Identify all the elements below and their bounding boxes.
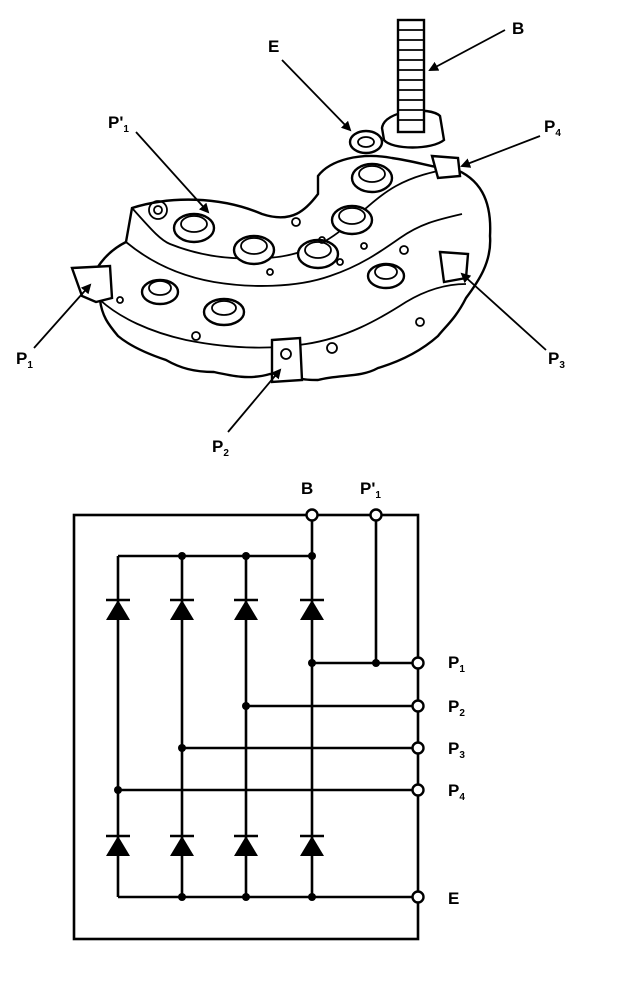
terminal-p4 — [411, 783, 425, 797]
e-terminal-hole — [357, 136, 375, 148]
terminal-b — [305, 508, 319, 522]
rectifier-inner-edge — [125, 213, 463, 287]
diode-upper-3 — [234, 598, 258, 620]
b-terminal-threads — [398, 29, 424, 121]
diode-upper-4 — [300, 598, 324, 620]
small-hole — [191, 331, 201, 341]
leader-b — [428, 29, 506, 71]
b-terminal-stud — [396, 18, 426, 134]
junction-dot — [308, 659, 316, 667]
diode-boss-7-top — [211, 300, 237, 316]
mount-hole-left — [148, 200, 168, 220]
junction-dot — [242, 702, 250, 710]
terminal-circles — [305, 508, 425, 904]
junction-dot — [114, 786, 122, 794]
p4-terminal-tab — [430, 154, 462, 180]
small-hole — [318, 236, 326, 244]
diode-boss-3 — [296, 238, 340, 270]
mount-hole-left-inner — [153, 205, 163, 215]
p2-terminal-hole — [280, 348, 292, 360]
p1-terminal-tab — [70, 264, 114, 304]
small-hole — [116, 296, 124, 304]
junction-dot — [308, 552, 316, 560]
small-hole — [415, 317, 425, 327]
terminal-p3 — [411, 741, 425, 755]
diode-boss-6 — [140, 278, 180, 306]
label-p4: P4 — [544, 117, 561, 139]
leader-p4 — [460, 135, 541, 168]
p3-terminal-tab — [438, 250, 470, 284]
rectifier-body-lower — [86, 154, 492, 382]
junction-dot — [178, 552, 186, 560]
diode-boss-6-top — [148, 280, 172, 296]
component-labels: B E P'1 P4 P1 P2 P3 — [16, 19, 565, 459]
label-p3: P3 — [548, 349, 565, 371]
label-p1: P1 — [16, 349, 33, 371]
terminal-p2 — [411, 699, 425, 713]
rectifier-assembly-illustration — [70, 18, 492, 384]
small-hole — [291, 217, 301, 227]
diode-boss-5 — [350, 162, 394, 194]
diode-upper-2 — [170, 598, 194, 620]
small-hole — [266, 268, 274, 276]
diode-boss-8 — [366, 262, 406, 290]
leader-p1-prime — [135, 131, 210, 214]
diode-boss-7 — [202, 297, 246, 327]
schematic-label-b: B — [301, 479, 313, 498]
schematic-label-p3: P3 — [448, 739, 465, 761]
diode-lower-1 — [106, 834, 130, 856]
junction-dot — [308, 893, 316, 901]
rectifier-schematic: B P'1 P1 P2 P3 P4 E — [72, 479, 465, 941]
rectifier-lower-edge — [99, 283, 467, 349]
junction-dots — [114, 552, 380, 901]
terminal-p1 — [411, 656, 425, 670]
small-hole — [399, 245, 409, 255]
junction-dot — [242, 552, 250, 560]
diode-boss-8-top — [374, 264, 398, 280]
diode-boss-2-top — [240, 237, 268, 255]
leader-p3 — [460, 272, 547, 351]
schematic-label-e: E — [448, 889, 459, 908]
junction-dot — [372, 659, 380, 667]
terminal-p1-prime — [369, 508, 383, 522]
label-p1-prime: P'1 — [108, 113, 129, 135]
leader-e — [281, 59, 352, 132]
diode-lower-2 — [170, 834, 194, 856]
schematic-label-p1: P1 — [448, 653, 465, 675]
label-b: B — [512, 19, 524, 38]
diode-boss-5-top — [358, 165, 386, 183]
junction-dot — [242, 893, 250, 901]
component-leaders — [33, 29, 547, 433]
leader-p2 — [227, 368, 282, 433]
schematic-label-p4: P4 — [448, 781, 465, 803]
schematic-label-p2: P2 — [448, 697, 465, 719]
label-e: E — [268, 37, 279, 56]
junction-dot — [178, 744, 186, 752]
small-hole — [360, 242, 368, 250]
diode-boss-3-top — [304, 241, 332, 259]
junction-dot — [178, 893, 186, 901]
terminal-e — [411, 890, 425, 904]
diode-lower-3 — [234, 834, 258, 856]
leader-p1 — [33, 283, 92, 349]
schematic-label-p1-prime: P'1 — [360, 479, 381, 501]
small-hole — [326, 342, 338, 354]
label-p2: P2 — [212, 437, 229, 459]
diode-boss-2 — [232, 234, 276, 266]
diode-boss-1-top — [180, 215, 208, 233]
e-terminal-boss — [348, 129, 384, 155]
diode-boss-1 — [172, 212, 216, 244]
diode-boss-4-top — [338, 207, 366, 225]
small-hole — [336, 258, 344, 266]
diode-boss-4 — [330, 204, 374, 236]
diode-upper-1 — [106, 598, 130, 620]
diode-lower-4 — [300, 834, 324, 856]
schematic-frame — [72, 513, 420, 941]
